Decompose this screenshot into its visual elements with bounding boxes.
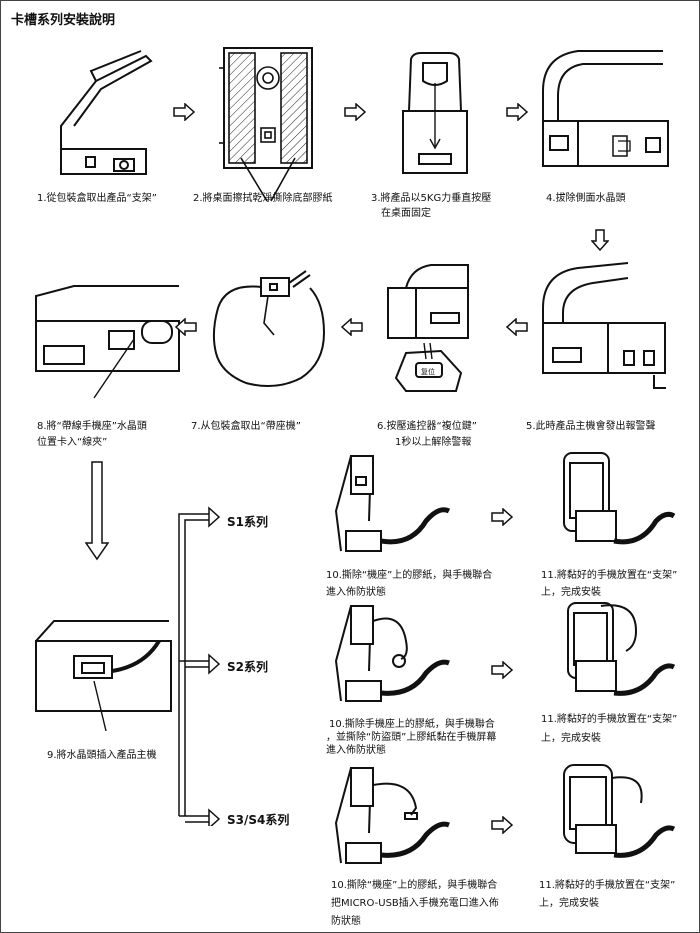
step4-caption: 4.拔除側面水晶頭 bbox=[546, 193, 626, 204]
step9-illustration bbox=[35, 620, 172, 732]
step3-caption-line1: 3.將產品以5KG力垂直按壓 bbox=[371, 193, 492, 204]
arrow-right-icon bbox=[491, 661, 513, 679]
arrow-down-icon bbox=[591, 229, 609, 251]
branch-s3-label: S3/S4系列 bbox=[227, 813, 290, 827]
step1-illustration bbox=[60, 50, 153, 175]
s2-step11-caption-line1: 11.將黏好的手機放置在“支架” bbox=[541, 714, 678, 725]
s3-step10-caption-line3: 防狀態 bbox=[331, 916, 361, 927]
s2-step10-illustration bbox=[334, 605, 450, 702]
branch-bracket bbox=[178, 506, 221, 826]
s3-step10-caption-line2: 把MICRO-USB插入手機充電口進入佈 bbox=[331, 898, 499, 909]
arrow-right-icon bbox=[344, 103, 366, 121]
remote-button-label: 复位 bbox=[421, 367, 435, 376]
step1-caption: 1.從包裝盒取出產品“支架” bbox=[37, 193, 157, 204]
s1-step11-caption-line1: 11.將黏好的手機放置在“支架” bbox=[541, 570, 678, 581]
arrow-right-icon bbox=[491, 816, 513, 834]
step4-illustration bbox=[542, 50, 669, 167]
step6-illustration: 复位 bbox=[387, 264, 469, 392]
step2-caption: 2.將桌面擦拭乾淨撕除底部膠紙 bbox=[193, 193, 333, 204]
arrow-right-icon bbox=[506, 103, 528, 121]
branch-s1-label: S1系列 bbox=[227, 515, 268, 529]
step6-caption-line2: 1秒以上解除警報 bbox=[395, 437, 472, 448]
s3-step11-caption-line1: 11.將黏好的手機放置在“支架” bbox=[539, 880, 676, 891]
s1-step10-caption-line1: 10.撕除“機座”上的膠紙，與手機聯合 bbox=[326, 570, 493, 581]
arrow-down-icon bbox=[85, 461, 109, 561]
s2-step10-caption-line2: ，並撕除“防盜頭”上膠紙黏在手機屏幕 bbox=[326, 732, 497, 743]
step5-illustration bbox=[542, 262, 666, 389]
s3-step11-illustration bbox=[563, 764, 676, 858]
s2-step10-caption-line3: 進入佈防狀態 bbox=[326, 745, 386, 756]
step2-illustration bbox=[219, 47, 313, 202]
arrow-left-icon bbox=[506, 318, 528, 336]
step8-caption-line2: 位置卡入“線夾” bbox=[37, 437, 108, 448]
s3-step10-caption-line1: 10.撕除“機座”上的膠紙，與手機聯合 bbox=[331, 880, 498, 891]
arrow-right-icon bbox=[173, 103, 195, 121]
page-title: 卡槽系列安裝說明 bbox=[11, 13, 116, 28]
step9-caption: 9.將水晶頭插入產品主機 bbox=[47, 750, 157, 761]
s3-step10-illustration bbox=[334, 767, 450, 864]
s2-step10-caption-line1: 10.撕除手機座上的膠紙，與手機聯合 bbox=[329, 719, 495, 730]
arrow-left-icon bbox=[175, 318, 197, 336]
s1-step10-illustration bbox=[334, 455, 451, 552]
s1-step11-caption-line2: 上，完成安裝 bbox=[541, 587, 601, 598]
step7-caption: 7.从包裝盒取出“帶座機” bbox=[191, 421, 301, 432]
step7-illustration bbox=[212, 270, 326, 388]
branch-s2-label: S2系列 bbox=[227, 660, 268, 674]
arrow-left-icon bbox=[341, 318, 363, 336]
step6-caption-line1: 6.按壓遙控器“複位鍵” bbox=[377, 421, 477, 432]
step8-illustration bbox=[35, 285, 180, 399]
s2-step11-caption-line2: 上，完成安裝 bbox=[541, 733, 601, 744]
step8-caption-line1: 8.將“帶線手機座”水晶頭 bbox=[37, 421, 147, 432]
s1-step11-illustration bbox=[563, 452, 676, 545]
arrow-right-icon bbox=[491, 508, 513, 526]
s3-step11-caption-line2: 上，完成安裝 bbox=[539, 898, 599, 909]
s1-step10-caption-line2: 進入佈防狀態 bbox=[326, 587, 386, 598]
step3-caption-line2: 在桌面固定 bbox=[381, 208, 431, 219]
step5-caption: 5.此時產品主機會發出報警聲 bbox=[526, 421, 656, 432]
s2-step11-illustration bbox=[567, 602, 676, 696]
step3-illustration bbox=[402, 52, 468, 174]
